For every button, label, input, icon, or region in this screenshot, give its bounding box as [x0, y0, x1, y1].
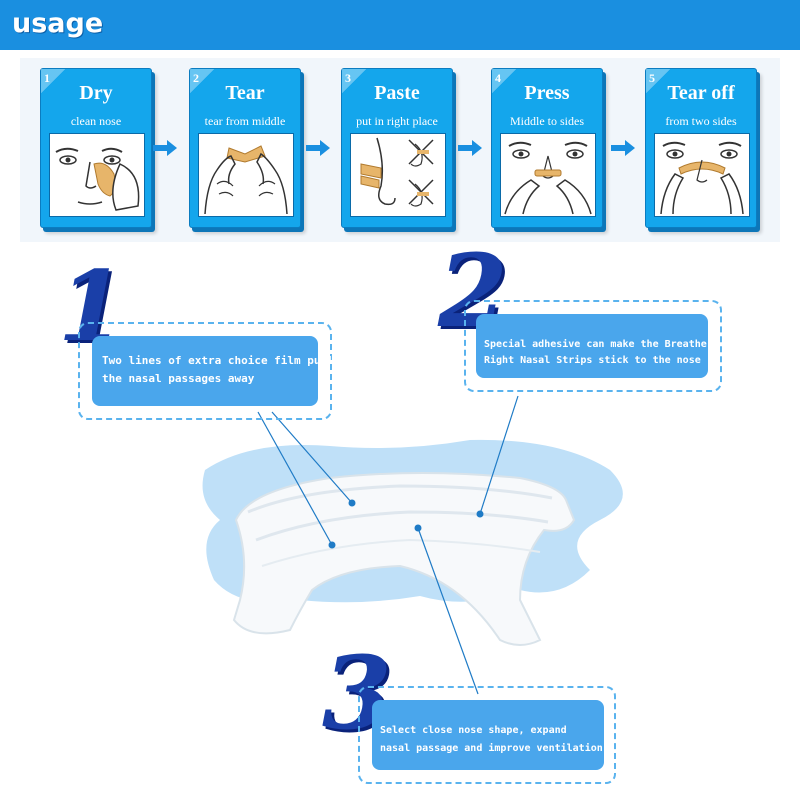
step-corner [492, 69, 516, 93]
step-card-press: 4 Press Middle to sides [491, 68, 603, 228]
strip-film-line [261, 538, 541, 567]
step-subtitle: Middle to sides [510, 114, 584, 128]
step-number: 1 [44, 71, 50, 85]
bubble-frame [358, 686, 616, 784]
step-subtitle: tear from middle [204, 114, 286, 128]
step-subtitle: from two sides [665, 114, 737, 128]
feature-bubble-2: Special adhesive can make the Breathe Ri… [476, 314, 708, 378]
step-illustration-paste [350, 133, 446, 217]
bubble-frame [78, 322, 332, 420]
pointer-line [417, 527, 479, 695]
feature-text: Special adhesive can make the Breathe [484, 339, 707, 350]
feature-text: the nasal passages away [102, 372, 255, 385]
feature-text: Two lines of extra choice film pull [102, 354, 334, 367]
feature-bubble-1: Two lines of extra choice film pull the … [92, 336, 334, 406]
feature-text: Right Nasal Strips stick to the nose [484, 355, 701, 366]
step-subtitle: clean nose [70, 114, 122, 128]
pointer-dot [476, 510, 484, 518]
step-corner [646, 69, 670, 93]
step-illustration-tear [198, 133, 294, 217]
step-illustration-tear-off [654, 133, 750, 217]
step-corner [190, 69, 214, 93]
arrow-icon [611, 140, 635, 156]
pointer-dot [414, 524, 422, 532]
step-title: Tear [225, 82, 265, 104]
step-subtitle: put in right place [356, 114, 438, 128]
step-title: Dry [79, 82, 113, 104]
step-number: 2 [193, 71, 199, 85]
feature-text: nasal passage and improve ventilation [380, 743, 603, 754]
bubble-frame [464, 300, 722, 392]
step-title: Press [524, 82, 570, 104]
step-corner [41, 69, 65, 93]
step-card-dry: 1 Dry clean nose [40, 68, 152, 228]
arrow-icon [458, 140, 482, 156]
strip-film-line [247, 484, 553, 514]
arrow-icon [306, 140, 330, 156]
step-title: Paste [374, 82, 420, 104]
step-illustration-dry [49, 133, 145, 217]
feature-text: Select close nose shape, expand [380, 725, 567, 736]
step-number: 3 [345, 71, 351, 85]
pointer-line [479, 395, 519, 515]
page-title: usage [12, 8, 104, 39]
arrow-icon [153, 140, 177, 156]
step-corner [342, 69, 366, 93]
step-number: 5 [649, 71, 655, 85]
step-card-paste: 3 Paste put in right place [341, 68, 453, 228]
pointer-dot [328, 541, 336, 549]
pointer-line [271, 411, 353, 504]
step-title: Tear off [667, 82, 735, 104]
step-card-tear-off: 5 Tear off from two sides [645, 68, 757, 228]
pointer-dot [348, 499, 356, 507]
step-illustration-press [500, 133, 596, 217]
strip-film-line [255, 510, 549, 542]
header-banner: usage [0, 0, 800, 50]
step-card-tear: 2 Tear tear from middle [189, 68, 301, 228]
feature-bubble-3: Select close nose shape, expand nasal pa… [372, 700, 604, 770]
step-number: 4 [495, 71, 501, 85]
pointer-line [257, 411, 333, 546]
